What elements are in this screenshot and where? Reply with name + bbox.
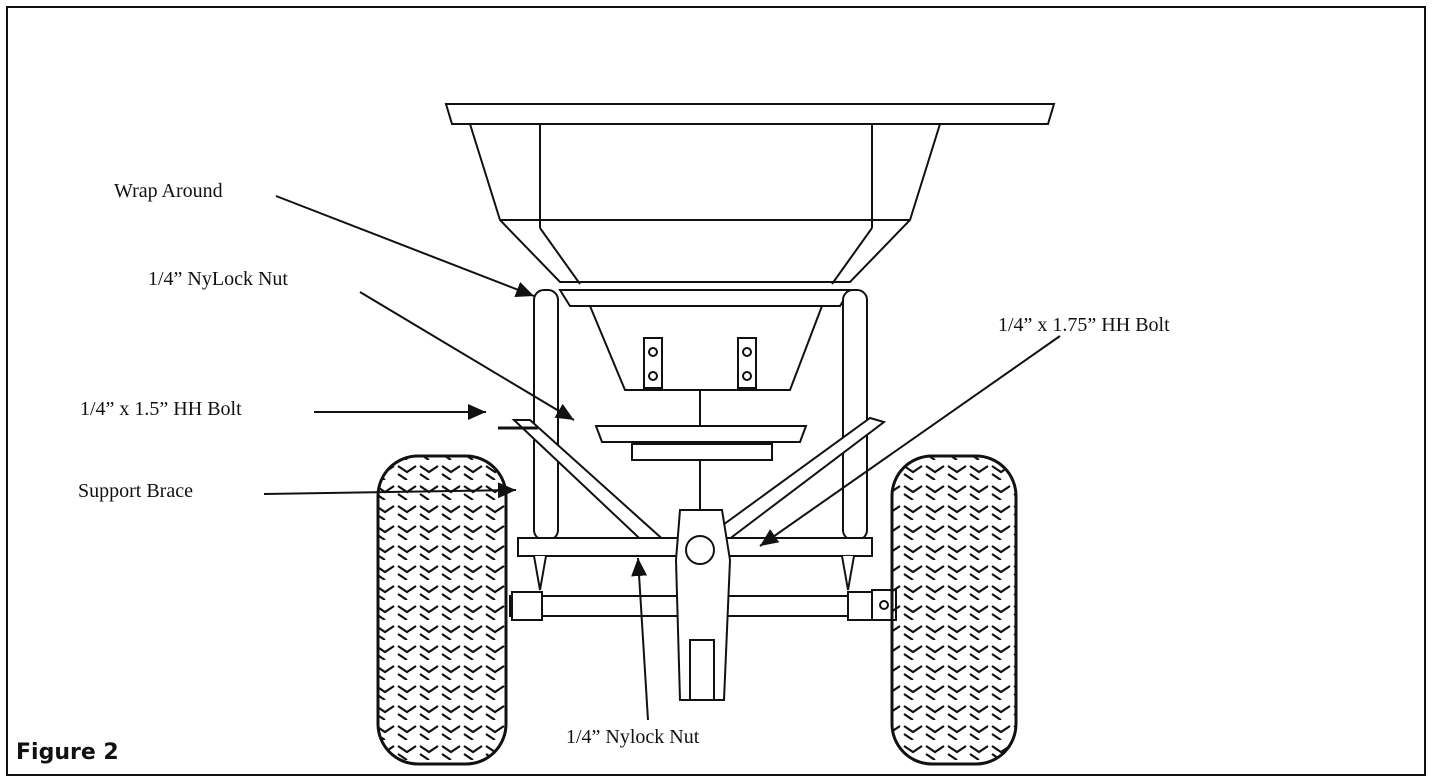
- callout-wrap-around: Wrap Around: [114, 180, 223, 202]
- callout-nylock-nut-bottom: 1/4” Nylock Nut: [566, 726, 700, 748]
- callout-nylock-nut-top: 1/4” NyLock Nut: [148, 268, 288, 290]
- hopper: [444, 103, 1056, 391]
- gearbox-brackets: [643, 337, 757, 540]
- right-wheel: [890, 454, 1018, 766]
- spinner-plate: [594, 425, 808, 461]
- left-wheel: [376, 454, 508, 766]
- frame-uprights: [533, 289, 868, 541]
- figure-label: Figure 2: [16, 740, 119, 765]
- callout-support-brace: Support Brace: [78, 480, 193, 502]
- support-brace: [498, 416, 887, 554]
- callout-hh-bolt-1-75: 1/4” x 1.75” HH Bolt: [998, 314, 1170, 336]
- center-hitch: [674, 509, 732, 701]
- leader-lines: [263, 195, 1061, 721]
- callout-hh-bolt-1-5: 1/4” x 1.5” HH Bolt: [80, 398, 242, 420]
